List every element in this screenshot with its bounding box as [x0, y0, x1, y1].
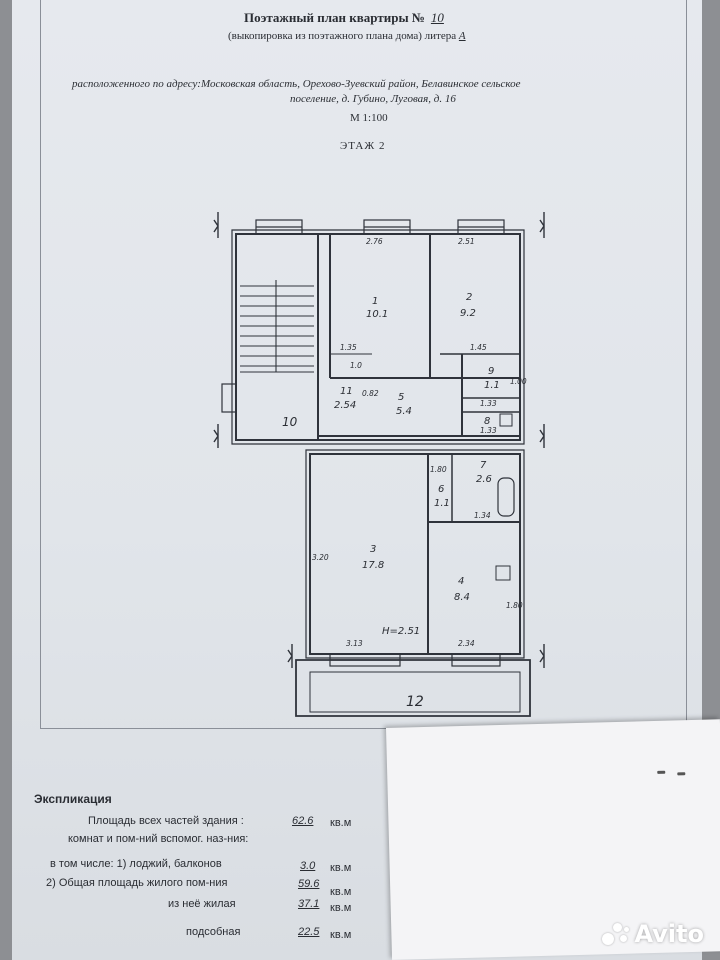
document-frame: [40, 0, 687, 729]
expl-row-total-label: Площадь всех частей здания :: [88, 815, 244, 827]
dim-label: 3.20: [312, 553, 329, 562]
room-2-area: 9.2: [460, 308, 476, 319]
room-7-number: 7: [480, 460, 487, 471]
room-7-area: 2.6: [476, 474, 492, 485]
stair-label: 10: [282, 415, 298, 429]
room-4-area: 8.4: [454, 592, 470, 603]
ceiling-height: H=2.51: [382, 626, 420, 637]
expl-row-aux-value: 22.5: [298, 926, 320, 938]
room-6-area: 1.1: [434, 498, 450, 509]
expl-row-balcony-unit: кв.м: [330, 862, 352, 874]
dim-label: 1.0: [350, 361, 362, 370]
address-line-1: расположенного по адресу:Московская обла…: [72, 78, 521, 90]
address-line-2: поселение, д. Губино, Луговая, д. 16: [290, 93, 456, 105]
expl-row-general-label: 2) Общая площадь жилого пом-ния: [46, 877, 228, 889]
room-11-area: 2.54: [334, 400, 356, 411]
avito-wordmark: Avito: [634, 920, 704, 948]
dim-label: 1.33: [480, 426, 497, 435]
room-9-area: 1.1: [484, 380, 500, 391]
expl-row-living-value: 37.1: [298, 898, 320, 910]
floor-label: ЭТАЖ 2: [340, 140, 386, 152]
dim-label: 1.45: [470, 343, 487, 352]
expl-row-balcony-label: в том числе: 1) лоджий, балконов: [50, 858, 222, 870]
expl-row-living-label: из неё жилая: [168, 898, 236, 910]
dim-label: 1.33: [480, 399, 497, 408]
expl-row-aux-label: подсобная: [186, 926, 241, 938]
dim-label: 1.34: [474, 511, 491, 520]
dim-label: 2.34: [458, 639, 475, 648]
scale-label: М 1:100: [350, 112, 388, 124]
expl-row-rooms-label: комнат и пом-ний вспомог. наз-ния:: [68, 833, 249, 845]
dim-label: 1.00: [510, 377, 527, 386]
expl-row-balcony-value: 3.0: [300, 860, 316, 872]
room-11-number: 11: [340, 386, 353, 397]
dim-label: 1.80: [506, 601, 523, 610]
expl-row-total-unit: кв.м: [330, 817, 352, 829]
expl-row-total-value: 62.6: [292, 815, 314, 827]
room-3-number: 3: [370, 544, 376, 555]
expl-row-aux-unit: кв.м: [330, 929, 352, 941]
explication-heading: Экспликация: [34, 792, 112, 806]
room-9-number: 9: [488, 366, 494, 377]
room-1-number: 1: [372, 296, 378, 307]
plan-subtitle: (выкопировка из поэтажного плана дома) л…: [228, 30, 466, 42]
room-2-number: 2: [466, 292, 472, 303]
room-5-area: 5.4: [396, 406, 412, 417]
expl-row-living-unit: кв.м: [330, 902, 352, 914]
staple-mark: [677, 772, 686, 776]
dim-label: 3.13: [346, 639, 363, 648]
room-3-area: 17.8: [362, 560, 384, 571]
litera-value: А: [458, 30, 466, 42]
room-6-number: 6: [438, 484, 444, 495]
staple-mark: [657, 770, 666, 774]
room-8-number: 8: [484, 416, 490, 427]
apartment-number: 10: [430, 10, 444, 25]
expl-row-general-value: 59.6: [298, 878, 320, 890]
avito-watermark: Avito: [602, 920, 704, 948]
dim-label: 2.76: [366, 237, 383, 246]
avito-logo-icon: [602, 921, 630, 947]
room-4-number: 4: [458, 576, 464, 587]
balcony-label: 12: [406, 694, 424, 710]
dim-label: 2.51: [458, 237, 475, 246]
dim-label: 1.35: [340, 343, 357, 352]
dim-label: 1.80: [430, 465, 447, 474]
room-1-area: 10.1: [366, 309, 388, 320]
dim-label: 0.82: [362, 389, 379, 398]
expl-row-general-unit: кв.м: [330, 886, 352, 898]
room-5-number: 5: [398, 392, 404, 403]
